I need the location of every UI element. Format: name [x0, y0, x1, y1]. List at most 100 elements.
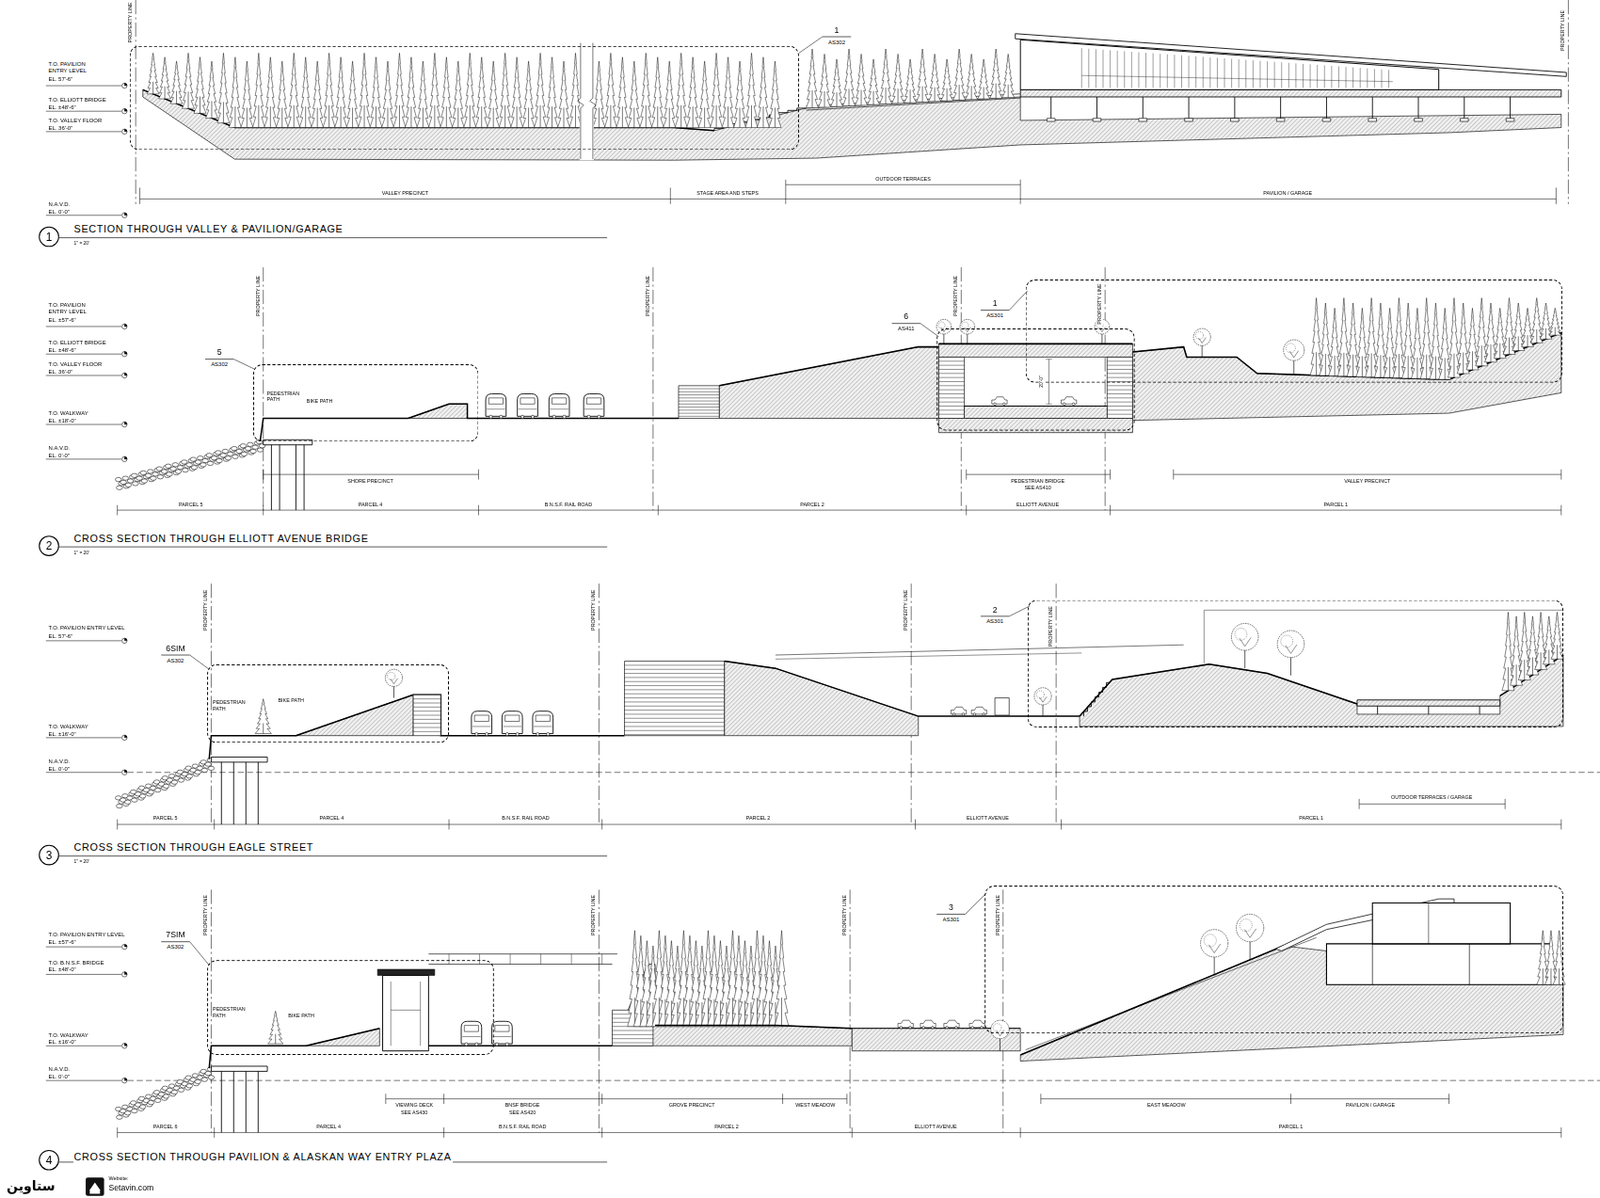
dimension-tick [1060, 819, 1062, 831]
scale-note: 1" = 20' [73, 240, 90, 246]
level-label: T.O. VALLEY FLOOR [48, 117, 103, 125]
conifer-tree [217, 52, 230, 123]
property-line-label: PROPERTY LINE [953, 274, 960, 317]
conifer-tree [965, 53, 978, 99]
stair-tread [624, 734, 725, 736]
dimension-tick [384, 1093, 386, 1104]
glazing-mullion [1195, 56, 1197, 88]
sheet-reference: AS302 [167, 656, 185, 664]
parcel-label: PARCEL 2 [714, 1124, 740, 1131]
conifer-tree [1002, 53, 1015, 97]
riprap-rock [224, 456, 232, 461]
path-label: BIKE PATH [305, 399, 334, 405]
tree-trunk [1540, 652, 1542, 670]
level-label: EL. 0'-0" [48, 1073, 71, 1081]
riprap-rock [116, 803, 124, 808]
level-label: N.A.V.D. [48, 1066, 71, 1073]
dimension-tick [443, 1093, 445, 1104]
conifer-tree [698, 61, 711, 128]
wheel [505, 732, 509, 736]
sheet-reference: AS411 [897, 324, 914, 332]
tree-trunk [598, 107, 600, 128]
tree-trunk [959, 84, 960, 100]
wheel [475, 1042, 479, 1046]
tree-trunk [1379, 354, 1381, 378]
wheel [982, 713, 986, 717]
callout-underline [160, 655, 190, 656]
level-label: EL. ±57'-6" [48, 938, 77, 945]
dimension-tick [670, 187, 672, 204]
tree-trunk [1518, 336, 1520, 351]
stair-tread [938, 409, 964, 411]
column [1050, 96, 1052, 119]
stair-tread [938, 401, 964, 403]
sheet-reference: AS301 [986, 617, 1004, 624]
tree-trunk [873, 91, 875, 105]
wheel [495, 1042, 498, 1046]
glazing-mullion [1324, 64, 1326, 88]
tree-branch [1294, 351, 1299, 358]
break-line [590, 43, 597, 160]
zone-label: GROVE PRECINCT [668, 1103, 716, 1109]
tree-trunk [1527, 335, 1529, 347]
level-marker [122, 421, 128, 427]
level-marker [122, 323, 128, 329]
tree-trunk [257, 105, 259, 128]
conifer-tree [268, 1010, 284, 1044]
path-label: PEDESTRIAN PATH [212, 700, 245, 712]
train-window [495, 1025, 510, 1033]
tree-trunk [304, 106, 306, 128]
conifer-tree [880, 48, 893, 104]
level-label: T.O. WALKWAY [48, 410, 89, 417]
riprap-rock [240, 451, 248, 456]
level-label: T.O. WALKWAY [48, 1031, 89, 1039]
callout-underline [936, 913, 965, 915]
stair-tread [624, 688, 725, 690]
level-line [46, 424, 122, 426]
level-line [46, 458, 122, 460]
glazing-mullion [1181, 55, 1183, 89]
stair-tread [938, 377, 964, 379]
section-number: 2 [46, 539, 53, 552]
stair-tread [413, 715, 441, 717]
tree-trunk [739, 107, 741, 128]
glazing-mullion [1345, 66, 1347, 88]
callout-leader [799, 36, 823, 53]
tree-trunk [1548, 650, 1550, 665]
parcel-label: PARCEL 5 [177, 501, 204, 508]
deciduous-tree [1200, 929, 1229, 958]
tree-trunk [812, 90, 814, 109]
wheel [922, 1025, 926, 1029]
tree-crown-detail [938, 321, 945, 329]
conifer-tree [1484, 303, 1497, 363]
glazing-mullion [1266, 61, 1268, 88]
tree-branch [1245, 637, 1251, 646]
wheel [909, 1025, 912, 1029]
property-line-label: PROPERTY LINE [591, 894, 597, 936]
conifer-tree [335, 57, 348, 128]
property-line [1568, 0, 1569, 205]
tree-trunk [317, 107, 319, 128]
level-marker [122, 944, 128, 949]
deciduous-tree [1235, 913, 1264, 942]
conifer-tree [916, 48, 929, 102]
dimension-tick [1504, 799, 1506, 810]
property-line [1104, 267, 1106, 511]
glazing-mullion [1167, 54, 1168, 89]
stair-tread [624, 721, 725, 723]
conifer-tree [393, 52, 406, 128]
glazing-mullion [1280, 62, 1282, 88]
tree-trunk [995, 83, 997, 99]
callout-underline [980, 615, 1009, 617]
pier [210, 756, 268, 762]
parcel-label: PARCEL 5 [152, 815, 178, 821]
tree-trunk [983, 86, 985, 99]
detail-callout-box: 1AS302 [129, 46, 800, 151]
property-line [1002, 889, 1004, 1133]
callout-number: 6SIM [165, 644, 185, 655]
dimension-tick [965, 505, 967, 516]
tree-trunk [910, 89, 912, 103]
conifer-tree [240, 61, 254, 128]
drawing-line [1469, 944, 1471, 985]
break-gap [579, 43, 594, 161]
